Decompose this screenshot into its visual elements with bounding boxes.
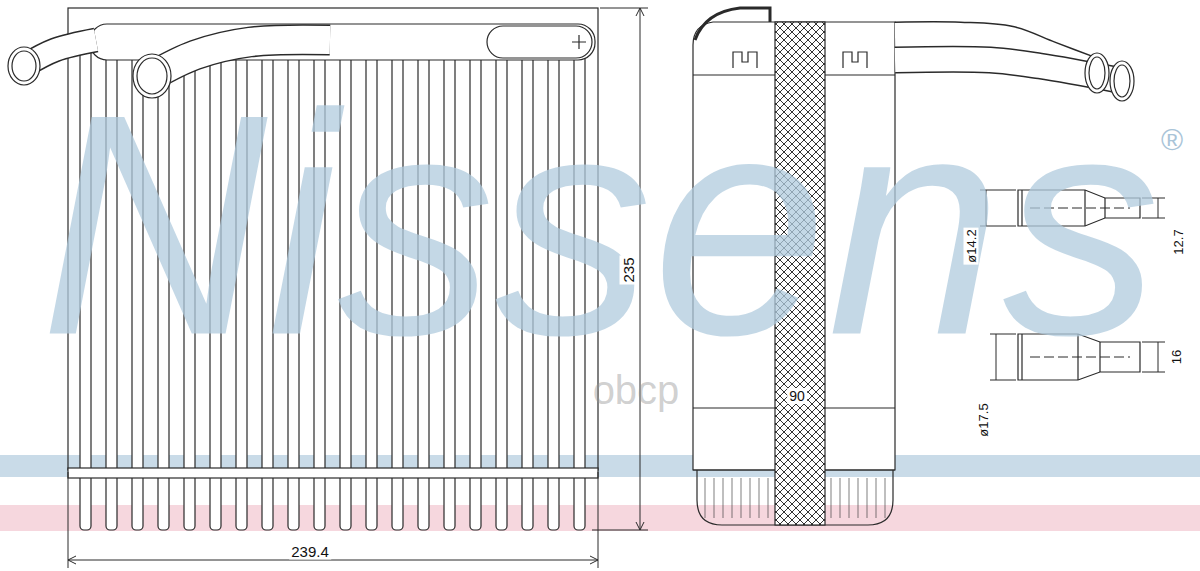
dimension-label: 90 [787, 388, 807, 404]
site-watermark: obcp [593, 370, 680, 410]
dimension-label: 16 [1169, 348, 1184, 366]
dimension-label: 239.4 [289, 543, 331, 560]
watermark-band [0, 505, 1200, 531]
registered-mark: ® [1161, 125, 1183, 155]
dimension-label: 12.7 [1171, 227, 1186, 256]
dimension-label: ø17.5 [976, 401, 991, 438]
dimension-label: 235 [620, 255, 637, 284]
dimension-label: ø14.2 [964, 227, 979, 264]
watermark-band [0, 455, 1200, 477]
brand-watermark: Nissens [40, 68, 1160, 383]
